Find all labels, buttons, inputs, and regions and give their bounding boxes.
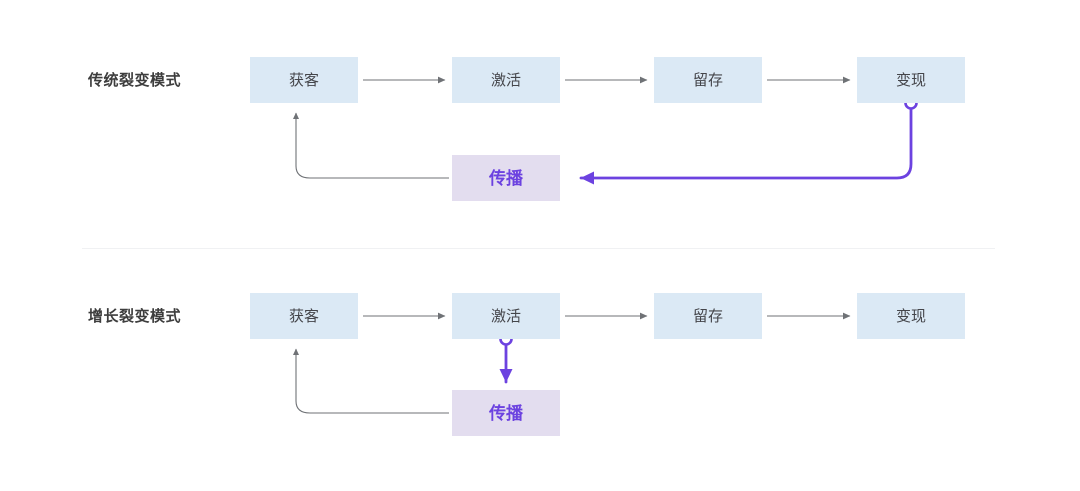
row-label-growth: 增长裂变模式 [88,308,182,325]
viral-node-row1[interactable]: 传播 [452,155,560,201]
stage-node-monetize-row2[interactable]: 变现 [857,293,965,339]
stage-node-retain-row1[interactable]: 留存 [654,57,762,103]
loop-viral-to-acquire-row2 [293,348,449,414]
row2-connectors [293,312,851,414]
viral-node-row2[interactable]: 传播 [452,390,560,436]
stage-node-activate-row2[interactable]: 激活 [452,293,560,339]
stage-node-acquire-row1[interactable]: 获客 [250,57,358,103]
row1-connectors [293,76,918,185]
stage-node-retain-row2[interactable]: 留存 [654,293,762,339]
flow-monetize-to-viral-row1 [579,107,913,185]
section-divider [82,248,995,249]
stage-node-activate-row1[interactable]: 激活 [452,57,560,103]
loop-viral-to-acquire-row1 [293,112,449,179]
stage-node-acquire-row2[interactable]: 获客 [250,293,358,339]
stage-node-monetize-row1[interactable]: 变现 [857,57,965,103]
row-label-traditional: 传统裂变模式 [88,72,182,89]
